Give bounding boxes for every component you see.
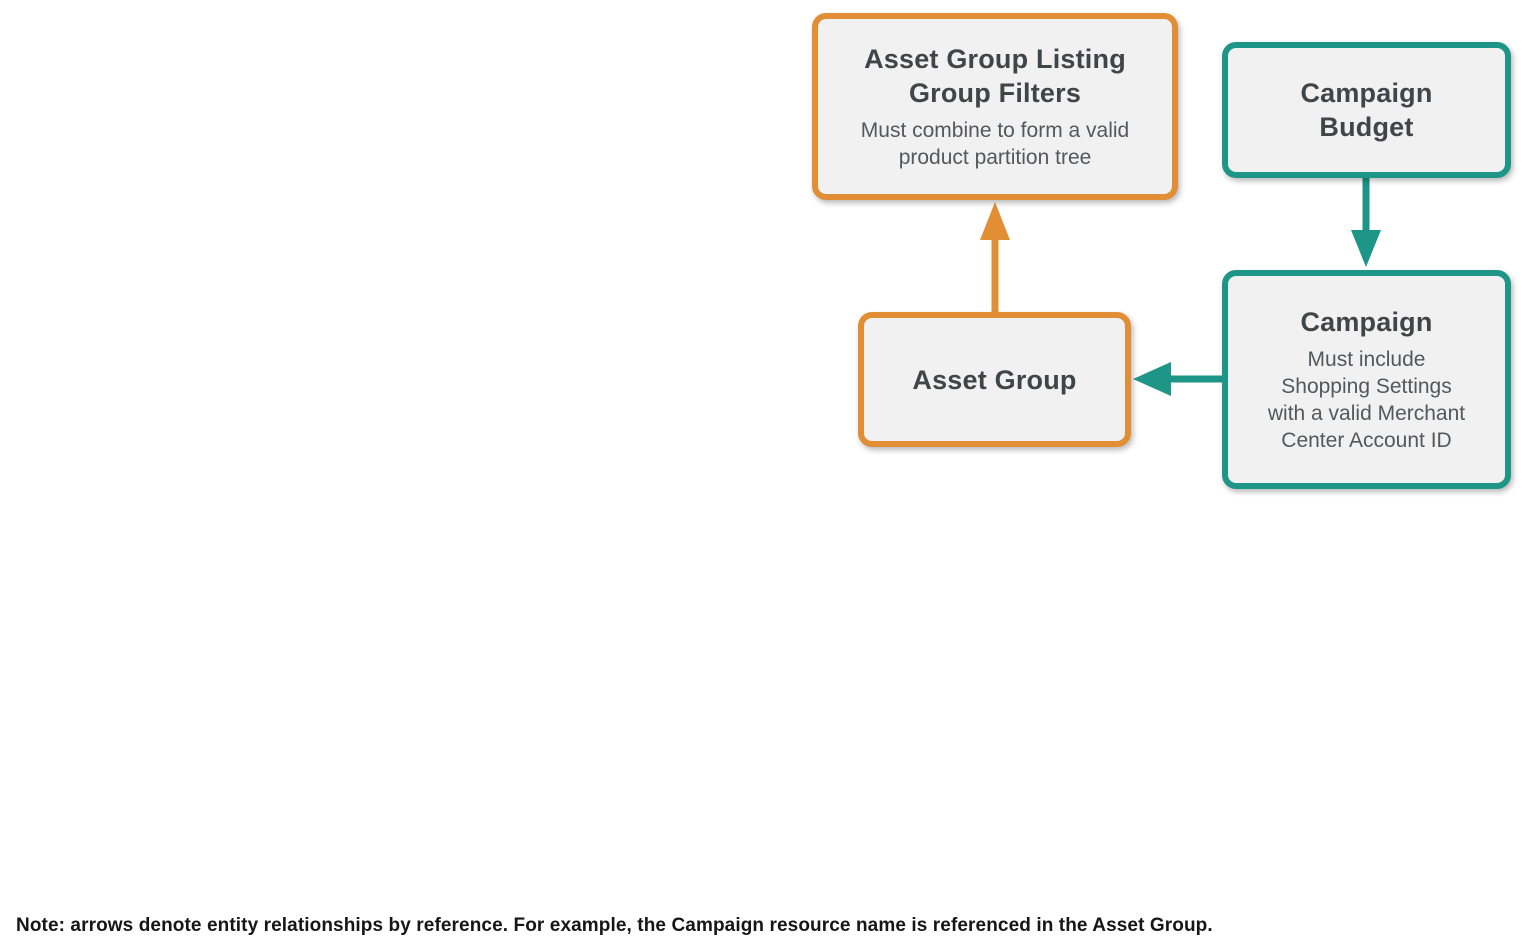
node-title: Asset Group Listing Group Filters (864, 44, 1126, 108)
node-subtitle: Must include Shopping Settings with a va… (1267, 348, 1466, 452)
arrow-head-down-icon (1351, 230, 1381, 267)
node-campaign: Campaign Must include Shopping Settings … (1222, 270, 1511, 489)
arrow-campaign-to-asset-group (1133, 362, 1222, 396)
arrow-head-left-icon (1133, 362, 1171, 396)
node-title: Campaign Budget (1300, 78, 1433, 142)
arrow-asset-group-to-filters (980, 202, 1010, 312)
node-asset-group: Asset Group (858, 312, 1131, 447)
footnote-text: Note: arrows denote entity relationships… (16, 915, 1213, 936)
arrow-budget-to-campaign (1351, 178, 1381, 267)
node-subtitle: Must combine to form a valid product par… (860, 119, 1130, 169)
node-asset-group-listing-group-filters: Asset Group Listing Group Filters Must c… (812, 13, 1178, 200)
node-title: Campaign (1300, 307, 1433, 337)
node-campaign-budget: Campaign Budget (1222, 42, 1511, 178)
node-title: Asset Group (912, 364, 1077, 395)
arrow-head-up-icon (980, 202, 1010, 240)
